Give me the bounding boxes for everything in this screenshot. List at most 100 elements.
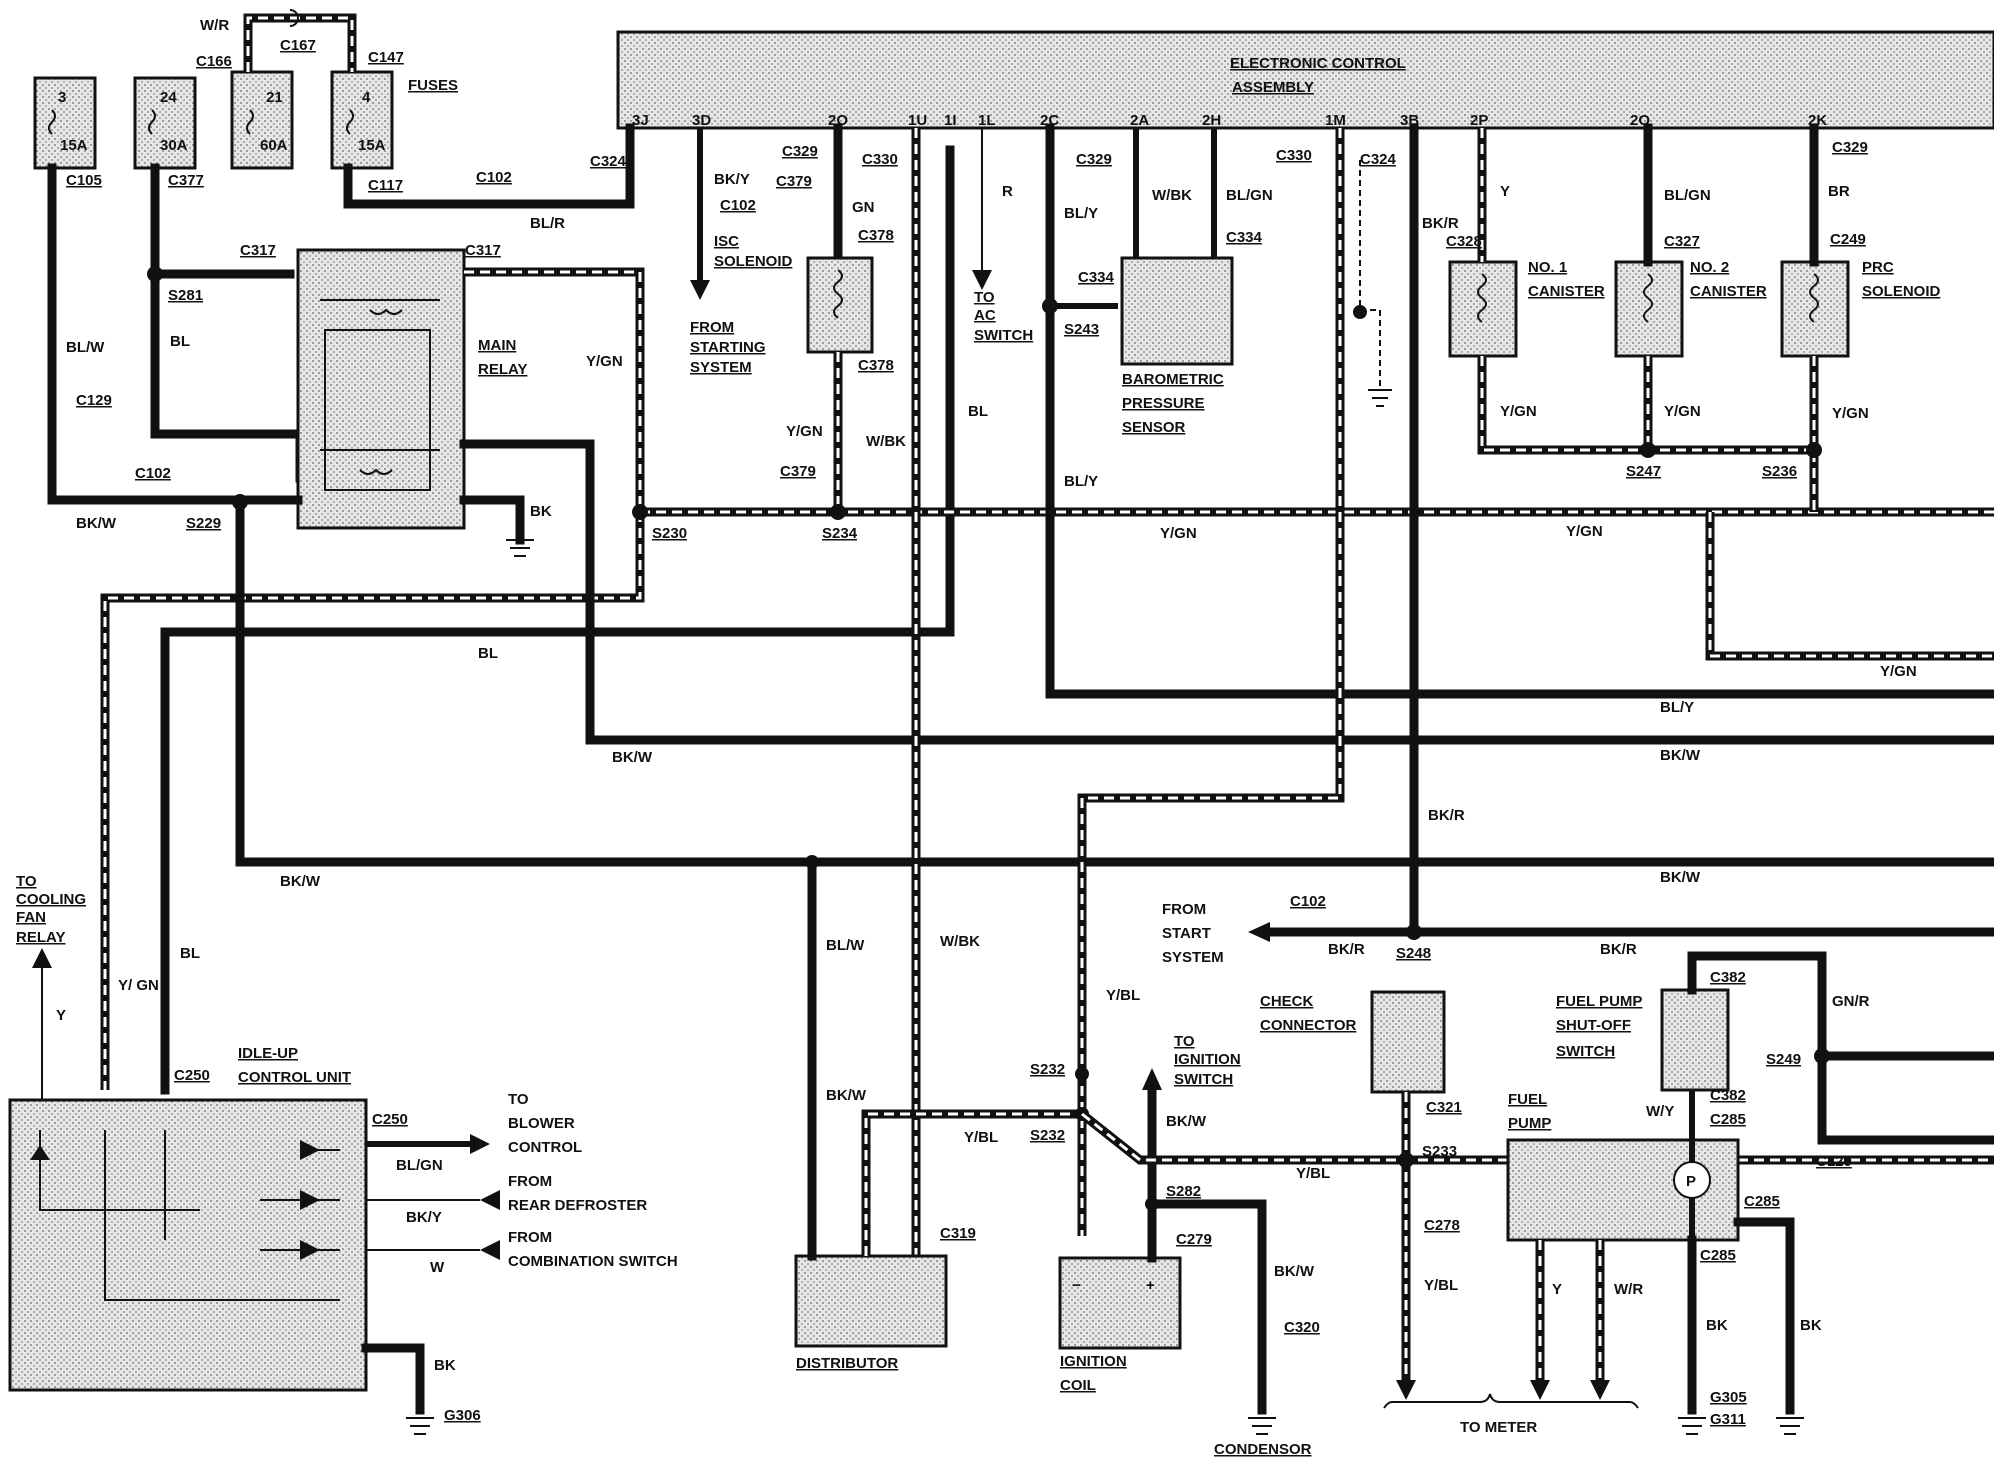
arrow-down-icon [1396,1380,1416,1400]
wire-label: W/R [200,17,229,34]
wire-label: BK/R [1328,941,1365,958]
wire-label: BK/Y [714,171,750,188]
conn-label: C285 [1744,1193,1780,1210]
check-conn-label: CONNECTOR [1260,1017,1357,1034]
splice-s234 [830,504,846,520]
wire-label: BK/W [76,515,117,532]
conn-label: C102 [1290,893,1326,910]
conn-label: C317 [465,242,501,259]
wire-bk-w-main [235,497,1994,867]
fuse-block: 3 15A 24 30A 21 60A 4 15A FUSES C105 C37… [33,9,458,194]
splice-s232 [1075,1067,1089,1081]
from-starting-label: FROM [690,319,734,336]
conn-label: C329 [782,143,818,160]
splice-label: S229 [186,515,221,532]
to-blower-label: BLOWER [508,1115,575,1132]
conn-label: C378 [858,227,894,244]
wire-label: Y/GN [586,353,623,370]
wire-label: BL/GN [1226,187,1273,204]
wire-label: Y/GN [1664,403,1701,420]
check-conn-label: CHECK [1260,993,1314,1010]
conn-label: C279 [1176,1231,1212,1248]
wire-label: BL [478,645,498,662]
to-cooling-label: RELAY [16,929,65,946]
fuse-num: 24 [160,89,177,106]
conn-label: C147 [368,49,404,66]
distributor-label: DISTRIBUTOR [796,1355,898,1372]
wire-label: Y [56,1007,66,1024]
conn-label: C105 [66,172,102,189]
ecu-pin: 1U [908,112,927,129]
ign-coil-label: COIL [1060,1377,1096,1394]
fuses-label: FUSES [408,77,458,94]
wire-label: Y/GN [1566,523,1603,540]
from-start-label: START [1162,925,1211,942]
condensor-label: CONDENSOR [1214,1441,1312,1458]
wire-label: Y/GN [1500,403,1537,420]
splice-label: S281 [168,287,203,304]
wire-label: Y/ GN [118,977,159,994]
wire-label: Y/BL [964,1129,998,1146]
splice-label: S247 [1626,463,1661,480]
wire-label: BL/Y [1064,473,1098,490]
fuse-num: 3 [58,89,66,106]
ecu-pin: 2O [828,112,848,129]
canister1-label: CANISTER [1528,283,1605,300]
splice-label: S232 [1030,1127,1065,1144]
arrow-up-icon [1142,1068,1162,1090]
main-relay-label: MAIN [478,337,516,354]
baro-label: SENSOR [1122,419,1186,436]
wire-label: BL/GN [1664,187,1711,204]
ground-icon [506,539,534,557]
wire-label: BL/GN [396,1157,443,1174]
conn-label: C321 [1426,1099,1462,1116]
conn-label: C166 [196,53,232,70]
wire-label: BK/W [1660,747,1701,764]
main-relay-label: RELAY [478,361,527,378]
fuse-rating: 15A [358,137,386,154]
barometric-pressure-sensor [1120,256,1234,366]
ecu-pin: 2A [1130,112,1149,129]
baro-label: BAROMETRIC [1122,371,1224,388]
wire-label: BK/R [1428,807,1465,824]
wire-label: BK [434,1357,456,1374]
from-start-label: SYSTEM [1162,949,1224,966]
wire-bl-r [343,123,635,209]
from-starting-label: STARTING [690,339,766,356]
wire-label: BR [1828,183,1850,200]
wire-label: GN/R [1832,993,1870,1010]
conn-label: C167 [280,37,316,54]
wire-bl [150,163,305,483]
conn-label: C319 [940,1225,976,1242]
wire-label: W/BK [940,933,980,950]
wire-label: W/BK [866,433,906,450]
ecu-title-1: ELECTRONIC CONTROL [1230,55,1406,72]
splice-s247 [1640,442,1656,458]
conn-label: C320 [1284,1319,1320,1336]
splice-label: S232 [1030,1061,1065,1078]
from-starting-label: SYSTEM [690,359,752,376]
idle-up-label: IDLE-UP [238,1045,298,1062]
wire-label: BK [530,503,552,520]
ignition-coil [1058,1256,1182,1350]
prc-label: SOLENOID [1862,283,1941,300]
conn-label: C285 [1710,1111,1746,1128]
prc-solenoid: PRC SOLENOID [1780,259,1941,358]
conn-label: C327 [1664,233,1700,250]
to-cooling-label: FAN [16,909,46,926]
coil-minus: − [1072,1277,1081,1294]
splice-label: S234 [822,525,858,542]
ecu-pin: 3J [632,112,649,129]
wire-label: R [1002,183,1013,200]
conn-label: C330 [1276,147,1312,164]
arrow-down-icon [1530,1380,1610,1400]
ground-icon [1248,1417,1276,1435]
wire-label: BK/W [826,1087,867,1104]
canister2-label: NO. 2 [1690,259,1729,276]
prc-label: PRC [1862,259,1894,276]
fuse-4 [330,70,394,170]
wire-label: BL [968,403,988,420]
wire-label: BL/Y [1660,699,1694,716]
wire-label: Y/GN [1160,525,1197,542]
